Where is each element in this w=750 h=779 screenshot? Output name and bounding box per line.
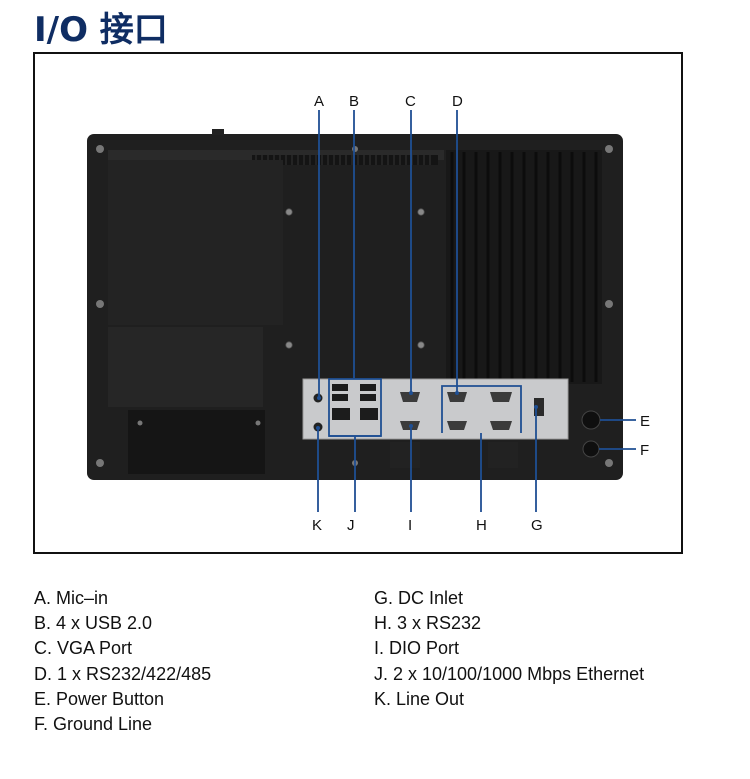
callout-d: D — [452, 93, 463, 110]
callout-e: E — [640, 413, 650, 430]
callout-h: H — [476, 517, 487, 534]
legend-item-h: H. 3 x RS232 — [374, 613, 482, 634]
legend-item-b: B. 4 x USB 2.0 — [34, 613, 153, 634]
legend-item-k: K. Line Out — [374, 688, 465, 709]
legend-item-c: C. VGA Port — [34, 638, 133, 659]
legend-item-d: D. 1 x RS232/422/485 — [34, 663, 212, 684]
legend-item-e: E. Power Button — [34, 688, 165, 709]
legend-item-a: A. Mic–in — [34, 588, 109, 608]
callout-g: G — [531, 517, 543, 534]
callout-b: B — [349, 93, 359, 110]
dc-inlet — [534, 398, 544, 416]
power-button — [581, 410, 601, 430]
callout-a: A — [314, 93, 324, 110]
com-ports — [447, 392, 512, 430]
legend-item-f: F. Ground Line — [34, 714, 153, 735]
io-panel — [302, 378, 569, 440]
ethernet-ports — [332, 408, 378, 420]
callout-c: C — [405, 93, 416, 110]
usb-ports — [332, 384, 376, 401]
usb-bracket — [328, 378, 382, 437]
ground-terminal — [582, 440, 600, 458]
vga-port — [400, 392, 420, 402]
callout-k: K — [312, 517, 322, 534]
page-title: I/O 接口 — [34, 10, 168, 50]
legend-item-g: G. DC Inlet — [374, 588, 464, 608]
callout-j: J — [347, 517, 355, 534]
legend-item-j: J. 2 x 10/100/1000 Mbps Ethernet — [374, 663, 645, 684]
callout-f: F — [640, 442, 649, 459]
legend-item-i: I. DIO Port — [374, 638, 460, 659]
leader-lines — [317, 110, 636, 512]
legend-left: A. Mic–in B. 4 x USB 2.0 C. VGA Port D. … — [34, 586, 211, 737]
legend-right: G. DC Inlet H. 3 x RS232 I. DIO Port J. … — [374, 586, 644, 712]
callout-i: I — [408, 517, 412, 534]
